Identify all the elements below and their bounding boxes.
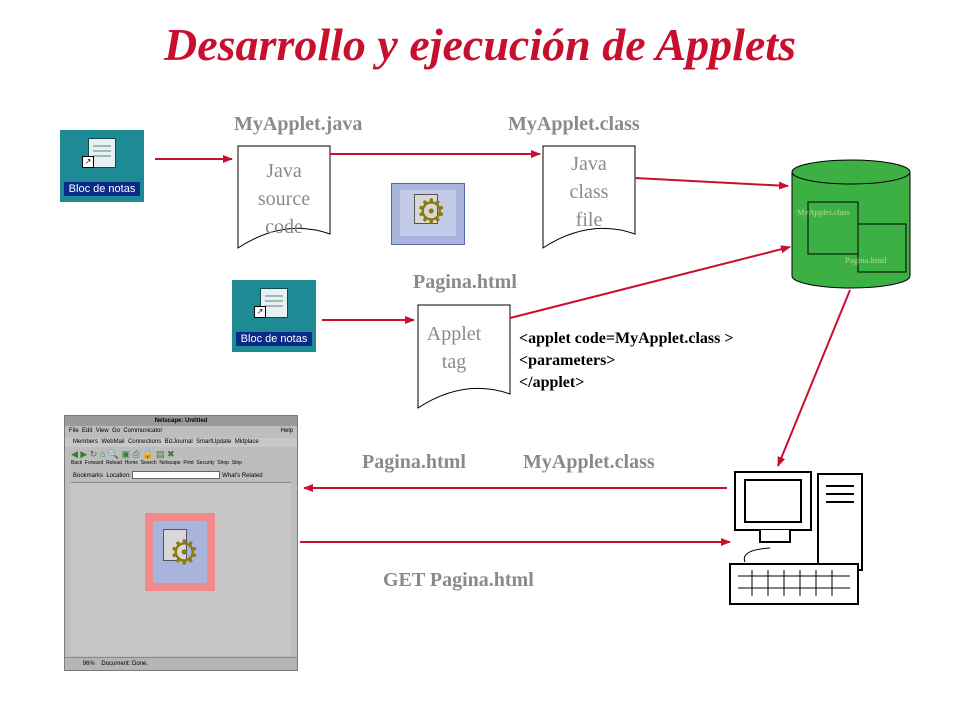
toolbar-button[interactable]: Shop: [217, 460, 229, 466]
bookmark-link[interactable]: Connections: [127, 439, 162, 445]
html-file-label: Pagina.html: [413, 271, 517, 293]
shortcut-arrow-icon: ↗: [254, 306, 266, 318]
bookmark-link[interactable]: Members: [73, 439, 99, 445]
location-input[interactable]: [132, 471, 221, 480]
gear-icon: ⚙: [169, 535, 200, 572]
code-line: <parameters>: [519, 352, 616, 369]
bookmark-link[interactable]: Mktplace: [234, 439, 259, 445]
browser-content-area: ⚙: [71, 482, 291, 656]
menu-item-help[interactable]: Help: [280, 428, 293, 434]
menu-item[interactable]: Edit: [82, 428, 93, 434]
toolbar-button[interactable]: Print: [183, 460, 194, 466]
arrow-applet-to-server: [509, 245, 791, 319]
zoom-level: 96%: [82, 661, 95, 667]
response-class-label: MyApplet.class: [523, 451, 655, 473]
netscape-browser-window: Netscape: Untitled File Edit View Go Com…: [64, 415, 298, 671]
java-source-doc-shape: [237, 145, 331, 249]
get-request-label: GET Pagina.html: [383, 569, 534, 591]
notepad-icon[interactable]: ↗ Bloc de notas: [232, 280, 316, 352]
menu-item[interactable]: Go: [111, 428, 120, 434]
document-icon: [414, 194, 438, 224]
toolbar-button[interactable]: Search: [140, 460, 157, 466]
bookmarks-menu[interactable]: Bookmarks: [73, 473, 104, 479]
server-database-icon: [791, 159, 911, 289]
menu-item[interactable]: Communicator: [123, 428, 163, 434]
server-file-html: Pagina.html: [845, 256, 887, 265]
bookmark-link[interactable]: SmartUpdate: [196, 439, 232, 445]
browser-location-bar: Bookmarks Location: What's Related: [65, 471, 297, 481]
applet-icon: ⚙: [153, 521, 207, 583]
java-source-doc-text: Java source code: [238, 157, 330, 241]
applet-tag-doc-text: Applet tag: [418, 320, 490, 376]
toolbar-button[interactable]: Security: [196, 460, 215, 466]
menu-item[interactable]: File: [69, 428, 79, 434]
browser-toolbar: ◀ ▶ ↻ ⌂ 🔍 ▣ ⎙ 🔒 ▤ ✖ Back Forward Reload …: [65, 449, 297, 469]
doc-line: source: [257, 188, 311, 210]
status-text: Document: Done.: [101, 661, 149, 667]
doc-line: file: [575, 209, 603, 231]
doc-line: class: [569, 181, 609, 203]
response-html-label: Pagina.html: [362, 451, 466, 473]
notepad-label: Bloc de notas: [236, 332, 312, 346]
code-line: </applet>: [519, 374, 585, 391]
doc-line: Applet: [426, 323, 482, 345]
arrow-class-to-server: [634, 177, 789, 190]
document-icon: [163, 529, 187, 561]
toolbar-button[interactable]: Reload: [106, 460, 122, 466]
toolbar-button[interactable]: Netscape: [159, 460, 181, 466]
notepad-icon[interactable]: ↗ Bloc de notas: [60, 130, 144, 202]
bookmark-link[interactable]: BizJournal: [164, 439, 193, 445]
browser-personal-bar: Members WebMail Connections BizJournal S…: [65, 438, 297, 447]
compiler-gear-icon: ⚙: [391, 183, 465, 245]
whats-related-button[interactable]: What's Related: [222, 473, 263, 479]
arrow-server-to-client: [777, 289, 851, 467]
java-file-label: MyApplet.java: [234, 113, 363, 135]
browser-menu-bar: File Edit View Go Communicator Help: [65, 427, 297, 436]
applet-frame[interactable]: ⚙: [145, 513, 215, 591]
toolbar-labels: Back Forward Reload Home Search Netscape…: [71, 459, 297, 467]
toolbar-button[interactable]: Home: [124, 460, 139, 466]
toolbar-button[interactable]: Stop: [231, 460, 242, 466]
java-class-doc-text: Java class file: [543, 150, 635, 234]
applet-code-block: <applet code=MyApplet.class > <parameter…: [519, 328, 733, 394]
class-file-label: MyApplet.class: [508, 113, 640, 135]
code-line: <applet code=MyApplet.class >: [519, 330, 734, 347]
toolbar-button[interactable]: Back: [71, 460, 83, 466]
client-computer-icon: [729, 471, 863, 605]
shortcut-arrow-icon: ↗: [82, 156, 94, 168]
notepad-label: Bloc de notas: [64, 182, 140, 196]
java-class-doc-shape: [542, 145, 636, 249]
gear-icon: ⚙: [416, 194, 447, 231]
doc-line: Java: [571, 153, 607, 175]
server-file-class: MyApplet.class: [797, 208, 850, 217]
page-title: Desarrollo y ejecución de Applets: [164, 19, 796, 70]
bookmark-link[interactable]: WebMail: [101, 439, 125, 445]
toolbar-button[interactable]: Forward: [84, 460, 104, 466]
doc-line: code: [265, 216, 303, 238]
toolbar-icons: ◀ ▶ ↻ ⌂ 🔍 ▣ ⎙ 🔒 ▤ ✖: [71, 449, 175, 459]
doc-line: Java: [266, 160, 302, 182]
location-label: Location:: [106, 473, 131, 479]
browser-status-bar: 96% Document: Done.: [65, 657, 297, 670]
doc-line: tag: [441, 351, 467, 373]
menu-item[interactable]: View: [95, 428, 109, 434]
browser-title: Netscape: Untitled: [65, 416, 297, 426]
applet-tag-doc-shape: [417, 304, 511, 409]
